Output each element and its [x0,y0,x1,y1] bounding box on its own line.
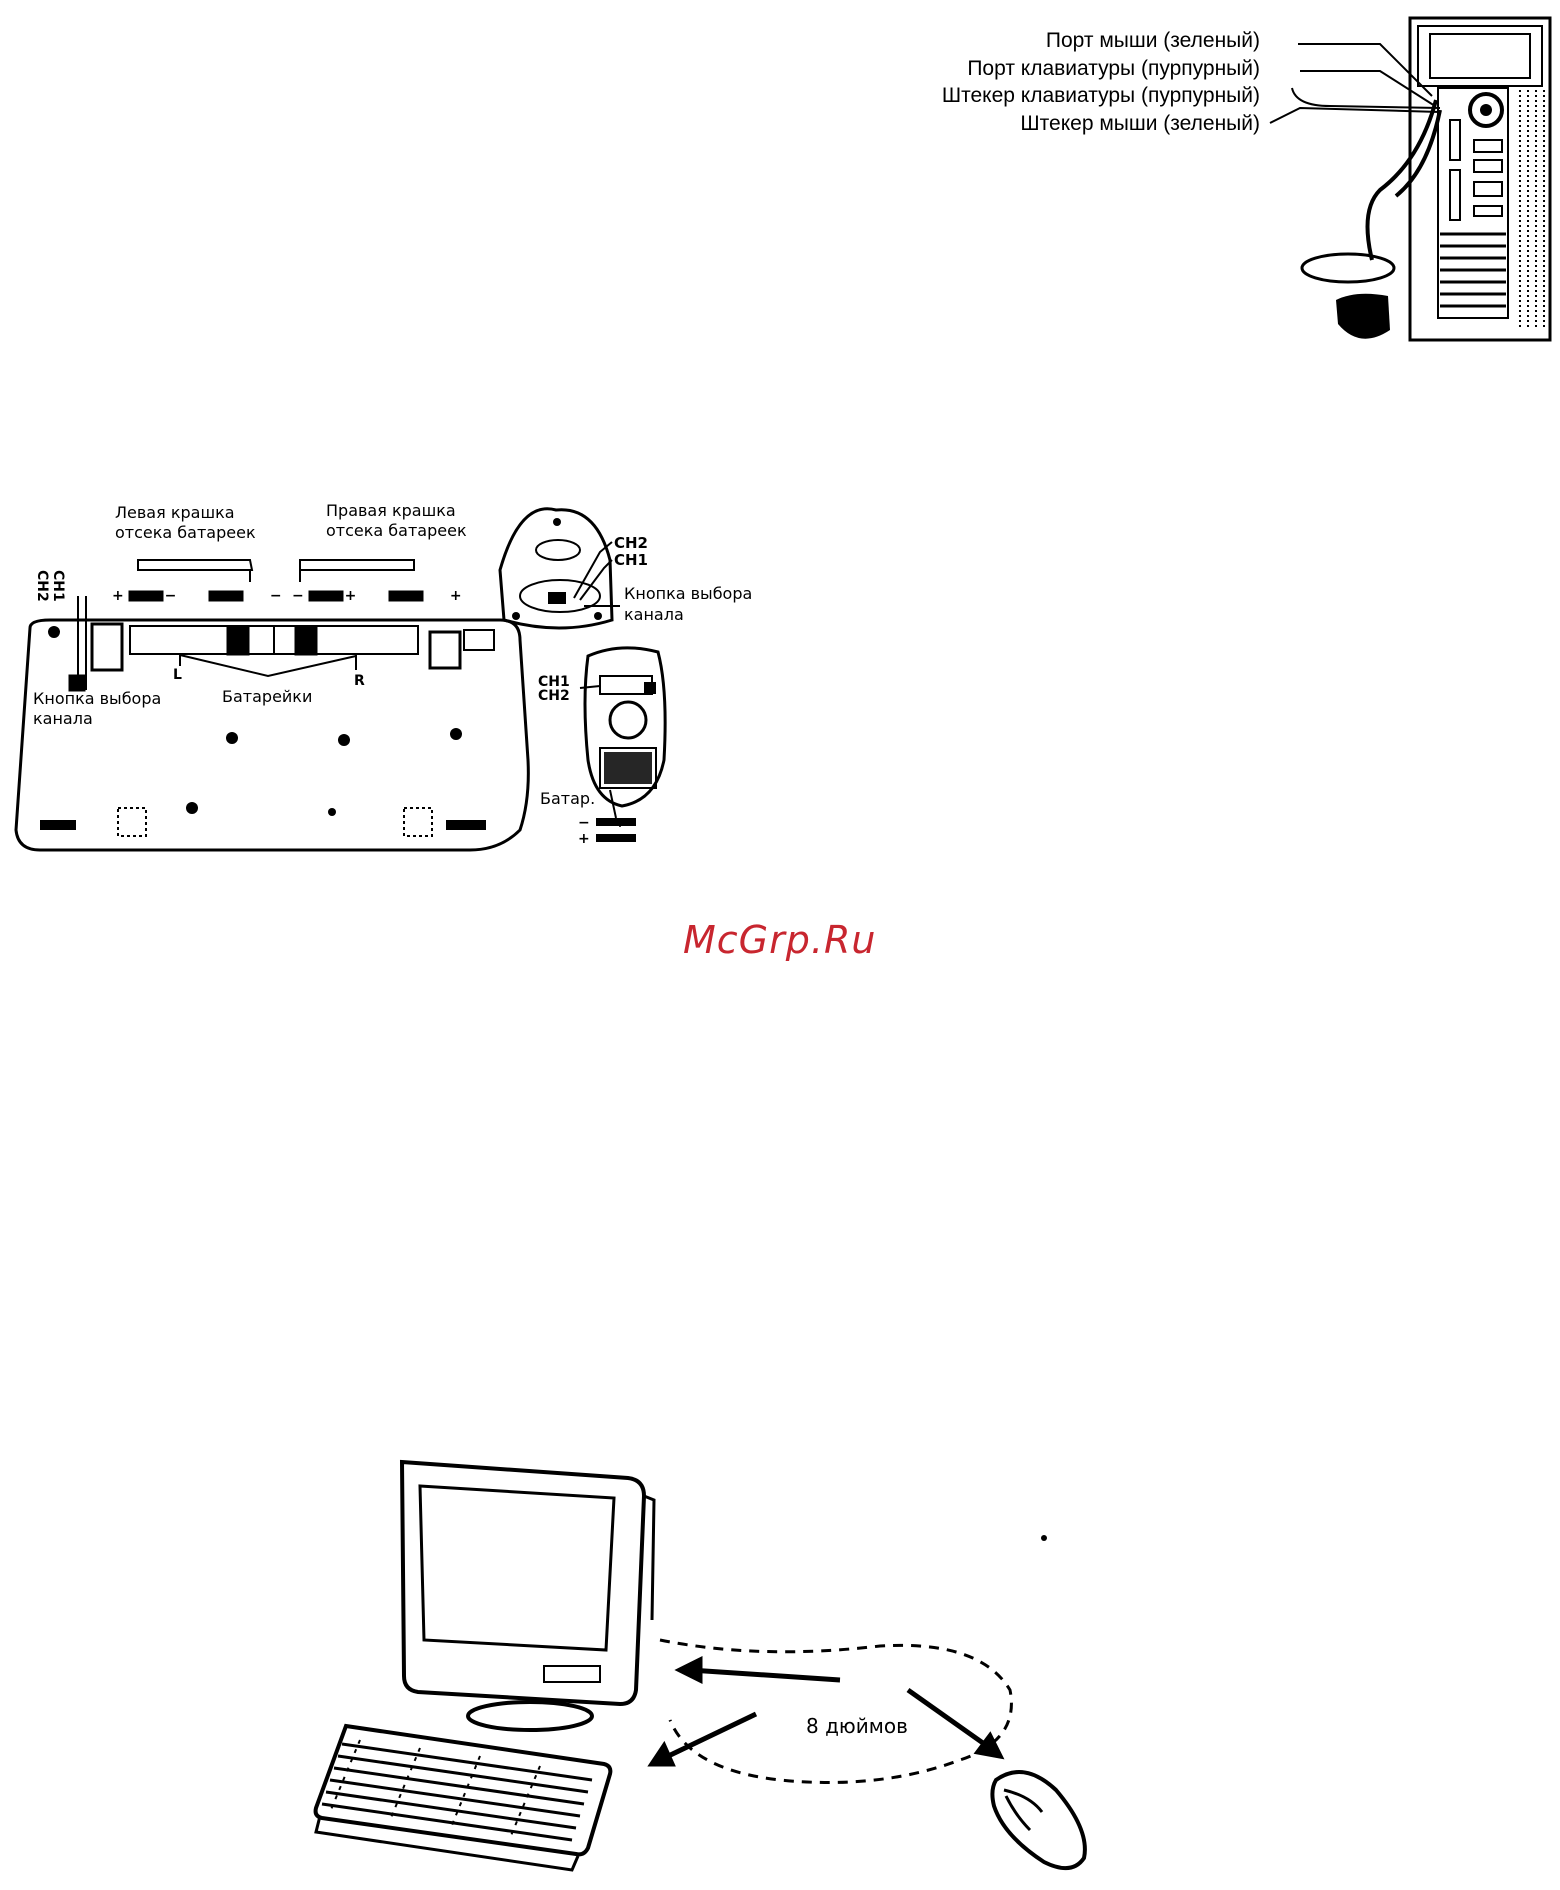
distance-drawing [0,0,1560,1890]
